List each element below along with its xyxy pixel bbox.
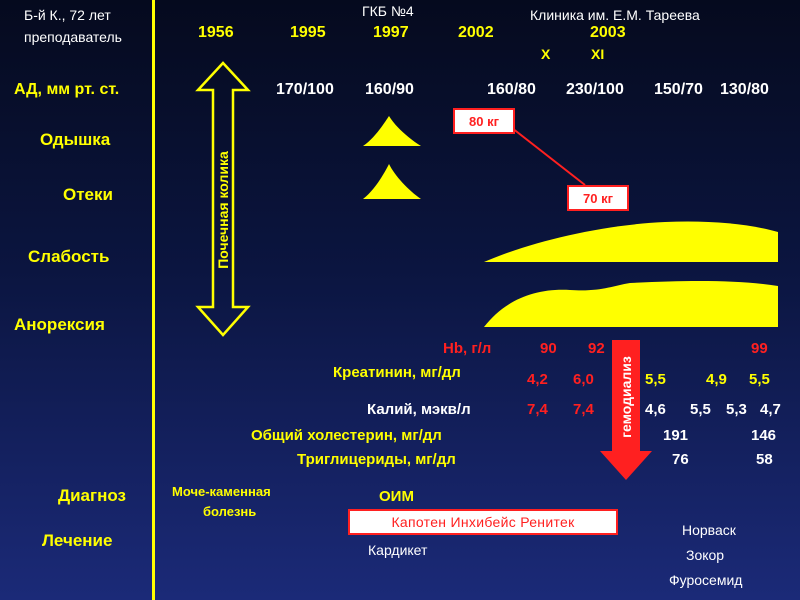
lab-hb-v3: 99	[751, 340, 768, 357]
colic-double-arrow	[195, 61, 251, 337]
patient-line2: преподаватель	[24, 29, 122, 45]
treatment-zokor: Зокор	[686, 547, 725, 563]
lab-hb-label: Hb, г/л	[443, 340, 492, 357]
lab-creatinine-label: Креатинин, мг/дл	[333, 364, 461, 381]
year-1995: 1995	[290, 24, 326, 41]
weakness-shape	[484, 221, 778, 262]
lab-potassium-r2: 7,4	[573, 401, 594, 418]
lab-cholesterol-v1: 191	[663, 427, 689, 444]
lab-creatinine-a1: 5,5	[645, 371, 666, 388]
diagnosis-2: ОИМ	[379, 488, 414, 505]
bp-2002: 160/80	[487, 81, 536, 98]
lab-cholesterol-label: Общий холестерин, мг/дл	[251, 427, 442, 444]
bp-1997: 160/90	[365, 81, 414, 98]
edema-shape	[363, 164, 421, 199]
lab-hb-v2: 92	[588, 340, 605, 357]
year-2003: 2003	[590, 24, 626, 41]
year-1956: 1956	[198, 24, 234, 41]
dialysis-label: гемодиализ	[618, 356, 634, 438]
hospital-clinic: Клиника им. Е.М. Тареева	[530, 7, 700, 23]
lab-potassium-a3: 5,3	[726, 401, 747, 418]
lab-creatinine-a2: 4,9	[706, 371, 727, 388]
year-1997: 1997	[373, 24, 409, 41]
anorexia-shape	[484, 281, 778, 327]
lab-potassium-r1: 7,4	[527, 401, 548, 418]
bp-2003-x: 230/100	[566, 81, 624, 98]
treatment-norvask: Норваск	[682, 522, 736, 538]
lab-potassium-a1: 4,6	[645, 401, 666, 418]
treatment-box: Капотен Инхибейс Ренитек	[348, 509, 618, 535]
month-xi: XI	[591, 46, 605, 62]
lab-creatinine-a3: 5,5	[749, 371, 770, 388]
lab-hb-v1: 90	[540, 340, 557, 357]
bp-2003-xi-b: 130/80	[720, 81, 769, 98]
label-weakness: Слабость	[28, 247, 110, 266]
lab-creatinine-r2: 6,0	[573, 371, 594, 388]
lab-triglycerides-label: Триглицериды, мг/дл	[297, 451, 456, 468]
label-edema: Отеки	[63, 185, 113, 204]
dialysis-arrow	[600, 340, 652, 480]
bp-1995: 170/100	[276, 81, 334, 98]
weight-trend-line	[511, 127, 586, 186]
lab-triglycerides-v1: 76	[672, 451, 689, 468]
treatment-furosemid: Фуросемид	[669, 572, 743, 588]
diagnosis-1-line2: болезнь	[203, 504, 257, 519]
dyspnea-shape	[363, 116, 421, 146]
label-diagnosis: Диагноз	[58, 486, 126, 505]
treatment-kardiket: Кардикет	[368, 542, 428, 558]
hospital-gkb: ГКБ №4	[362, 3, 414, 19]
weight-box-80: 80 кг	[453, 108, 515, 134]
label-dyspnea: Одышка	[40, 130, 111, 149]
year-2002: 2002	[458, 24, 494, 41]
lab-creatinine-r1: 4,2	[527, 371, 548, 388]
label-treatment: Лечение	[42, 531, 113, 550]
patient-line1: Б-й К., 72 лет	[24, 7, 111, 23]
lab-potassium-a2: 5,5	[690, 401, 711, 418]
timeline-divider	[152, 0, 155, 600]
diagnosis-1-line1: Моче-каменная	[172, 484, 271, 499]
colic-label: Почечная колика	[215, 151, 231, 269]
bp-2003-xi-a: 150/70	[654, 81, 703, 98]
lab-potassium-label: Калий, мэкв/л	[367, 401, 471, 418]
label-anorexia: Анорексия	[14, 315, 105, 334]
month-x: X	[541, 46, 551, 62]
lab-cholesterol-v2: 146	[751, 427, 777, 444]
label-bp: АД, мм рт. ст.	[14, 81, 120, 98]
weight-box-70: 70 кг	[567, 185, 629, 211]
lab-triglycerides-v2: 58	[756, 451, 773, 468]
lab-potassium-a4: 4,7	[760, 401, 781, 418]
